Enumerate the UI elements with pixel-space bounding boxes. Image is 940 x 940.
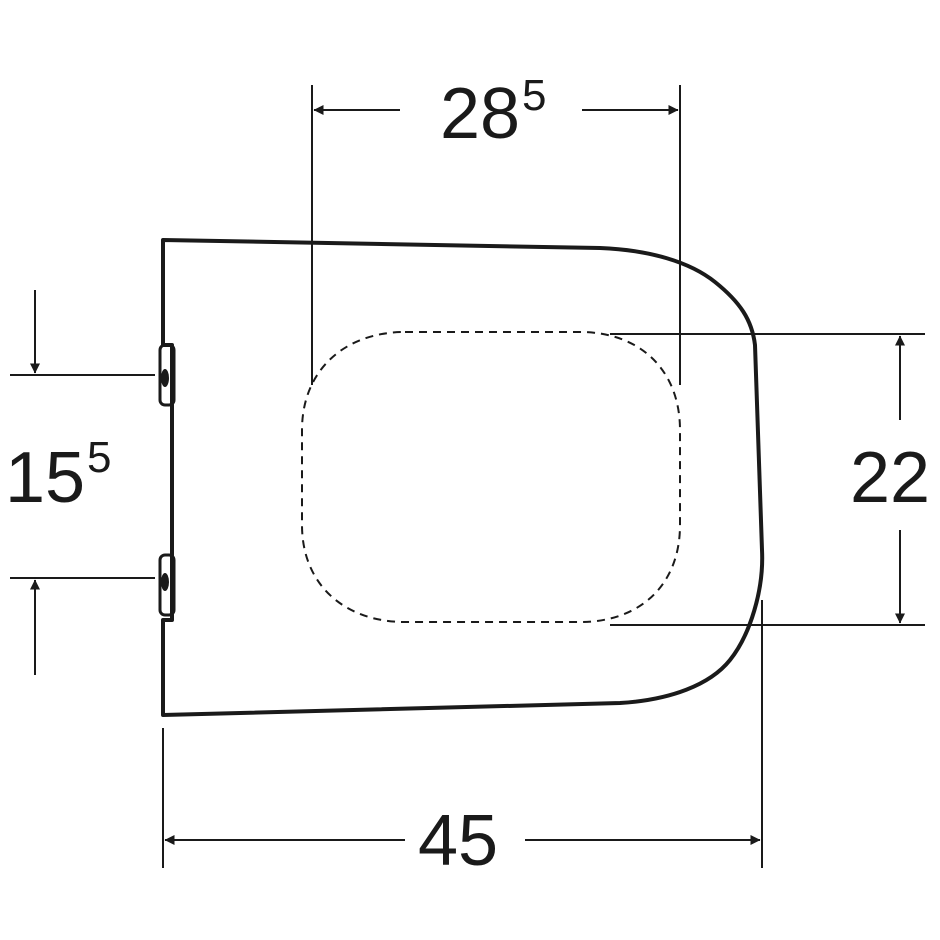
seat-opening-dashed	[301, 331, 681, 623]
seat-opening-width-superscript: 5	[522, 71, 546, 120]
dimension-hinge-spacing: 15 5	[5, 290, 155, 675]
hinge-top	[158, 343, 176, 407]
seat-opening-width-label: 28	[440, 74, 520, 154]
dimension-seat-opening-depth: 22	[610, 333, 930, 626]
dimension-seat-opening-width: 28 5	[311, 71, 681, 385]
seat-opening-depth-label: 22	[850, 438, 930, 518]
seat-outline	[161, 238, 765, 717]
hinge-bottom	[158, 553, 176, 617]
overall-length-label: 45	[418, 801, 498, 881]
hinge-spacing-label: 15	[5, 438, 85, 518]
hinge-spacing-superscript: 5	[87, 433, 111, 482]
dimension-overall-length: 45	[162, 600, 763, 881]
